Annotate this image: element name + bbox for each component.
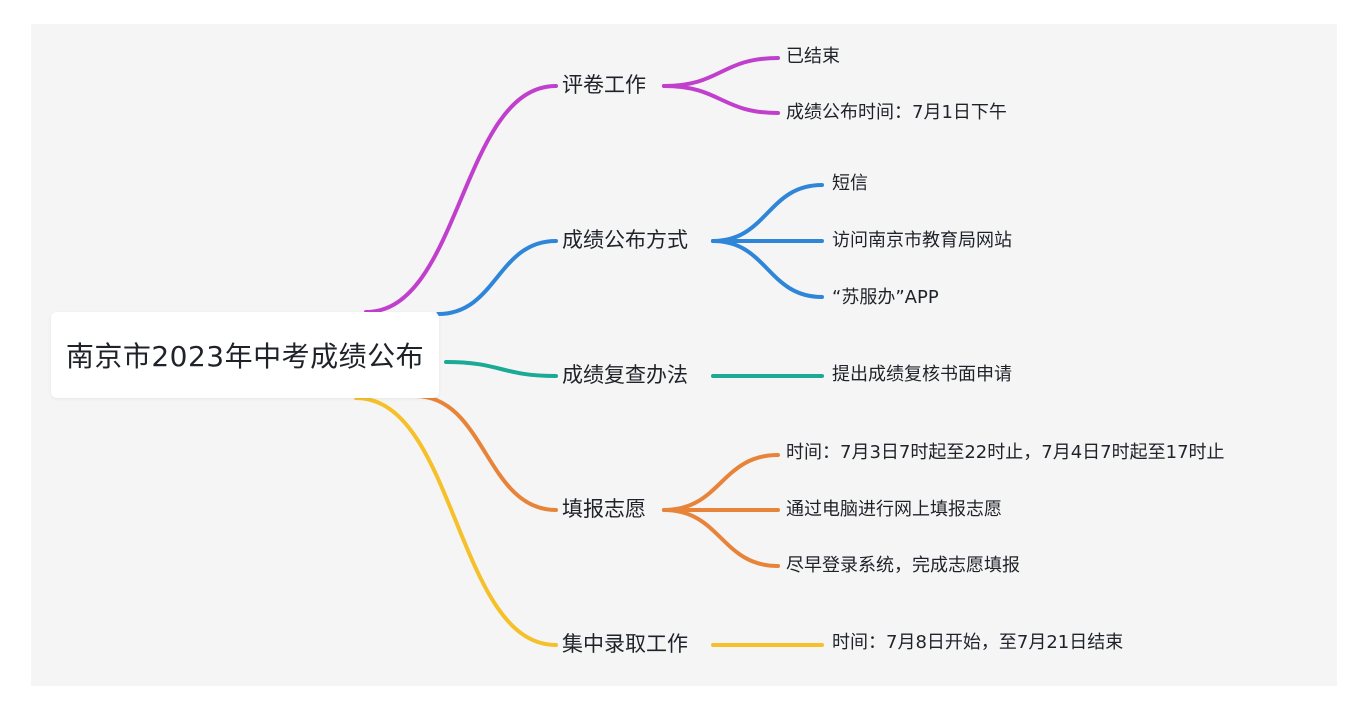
branch-label: 集中录取工作 [562, 632, 688, 656]
branch-to-leaf-connector [662, 453, 780, 512]
branch-node-publish-method[interactable]: 成绩公布方式 [562, 230, 688, 251]
leaf-label: 成绩公布时间：7月1日下午 [786, 102, 1007, 123]
leaf-label: 访问南京市教育局网站 [832, 230, 1012, 251]
branch-to-leaf-connector [662, 56, 780, 88]
leaf-node[interactable]: 时间：7月8日开始，至7月21日结束 [832, 634, 1123, 652]
root-to-branch-connector [413, 394, 558, 512]
branch-node-application[interactable]: 填报志愿 [562, 499, 646, 520]
branch-to-leaf-connector [711, 183, 824, 243]
leaf-label: “苏服办”APP [832, 287, 939, 308]
leaf-label: 时间：7月3日7时起至22时止，7月4日7时起至17时止 [786, 442, 1225, 463]
leaf-label: 提出成绩复核书面申请 [832, 364, 1012, 385]
root-label: 南京市2023年中考成绩公布 [65, 340, 425, 373]
leaf-label: 短信 [832, 173, 868, 194]
branch-to-leaf-connector [662, 84, 780, 115]
root-to-branch-connector [364, 84, 558, 314]
branch-label: 填报志愿 [562, 497, 646, 521]
leaf-node[interactable]: 成绩公布时间：7月1日下午 [786, 104, 1007, 122]
leaf-node[interactable]: 已结束 [786, 48, 840, 66]
branch-label: 成绩复查办法 [562, 363, 688, 387]
root-to-branch-connector [354, 396, 558, 647]
root-to-branch-connector [444, 360, 558, 378]
leaf-node[interactable]: 短信 [832, 175, 868, 193]
leaf-node[interactable]: 通过电脑进行网上填报志愿 [786, 501, 1002, 519]
leaf-label: 尽早登录系统，完成志愿填报 [786, 555, 1020, 576]
branch-to-leaf-connector [711, 239, 824, 299]
root-node[interactable]: 南京市2023年中考成绩公布 [51, 312, 439, 398]
leaf-node[interactable]: 时间：7月3日7时起至22时止，7月4日7时起至17时止 [786, 444, 1225, 462]
leaf-label: 已结束 [786, 46, 840, 67]
branch-node-scoring[interactable]: 评卷工作 [562, 75, 646, 96]
branch-node-admission[interactable]: 集中录取工作 [562, 634, 688, 655]
leaf-label: 时间：7月8日开始，至7月21日结束 [832, 632, 1124, 653]
leaf-node[interactable]: “苏服办”APP [832, 289, 939, 307]
branch-label: 成绩公布方式 [562, 228, 688, 252]
leaf-node[interactable]: 提出成绩复核书面申请 [832, 366, 1012, 384]
leaf-node[interactable]: 访问南京市教育局网站 [832, 232, 1012, 250]
leaf-node[interactable]: 尽早登录系统，完成志愿填报 [786, 557, 1020, 575]
branch-label: 评卷工作 [562, 73, 646, 97]
root-to-branch-connector [436, 239, 558, 316]
leaf-label: 通过电脑进行网上填报志愿 [786, 499, 1002, 520]
branch-node-review[interactable]: 成绩复查办法 [562, 365, 688, 386]
branch-to-leaf-connector [662, 508, 780, 568]
